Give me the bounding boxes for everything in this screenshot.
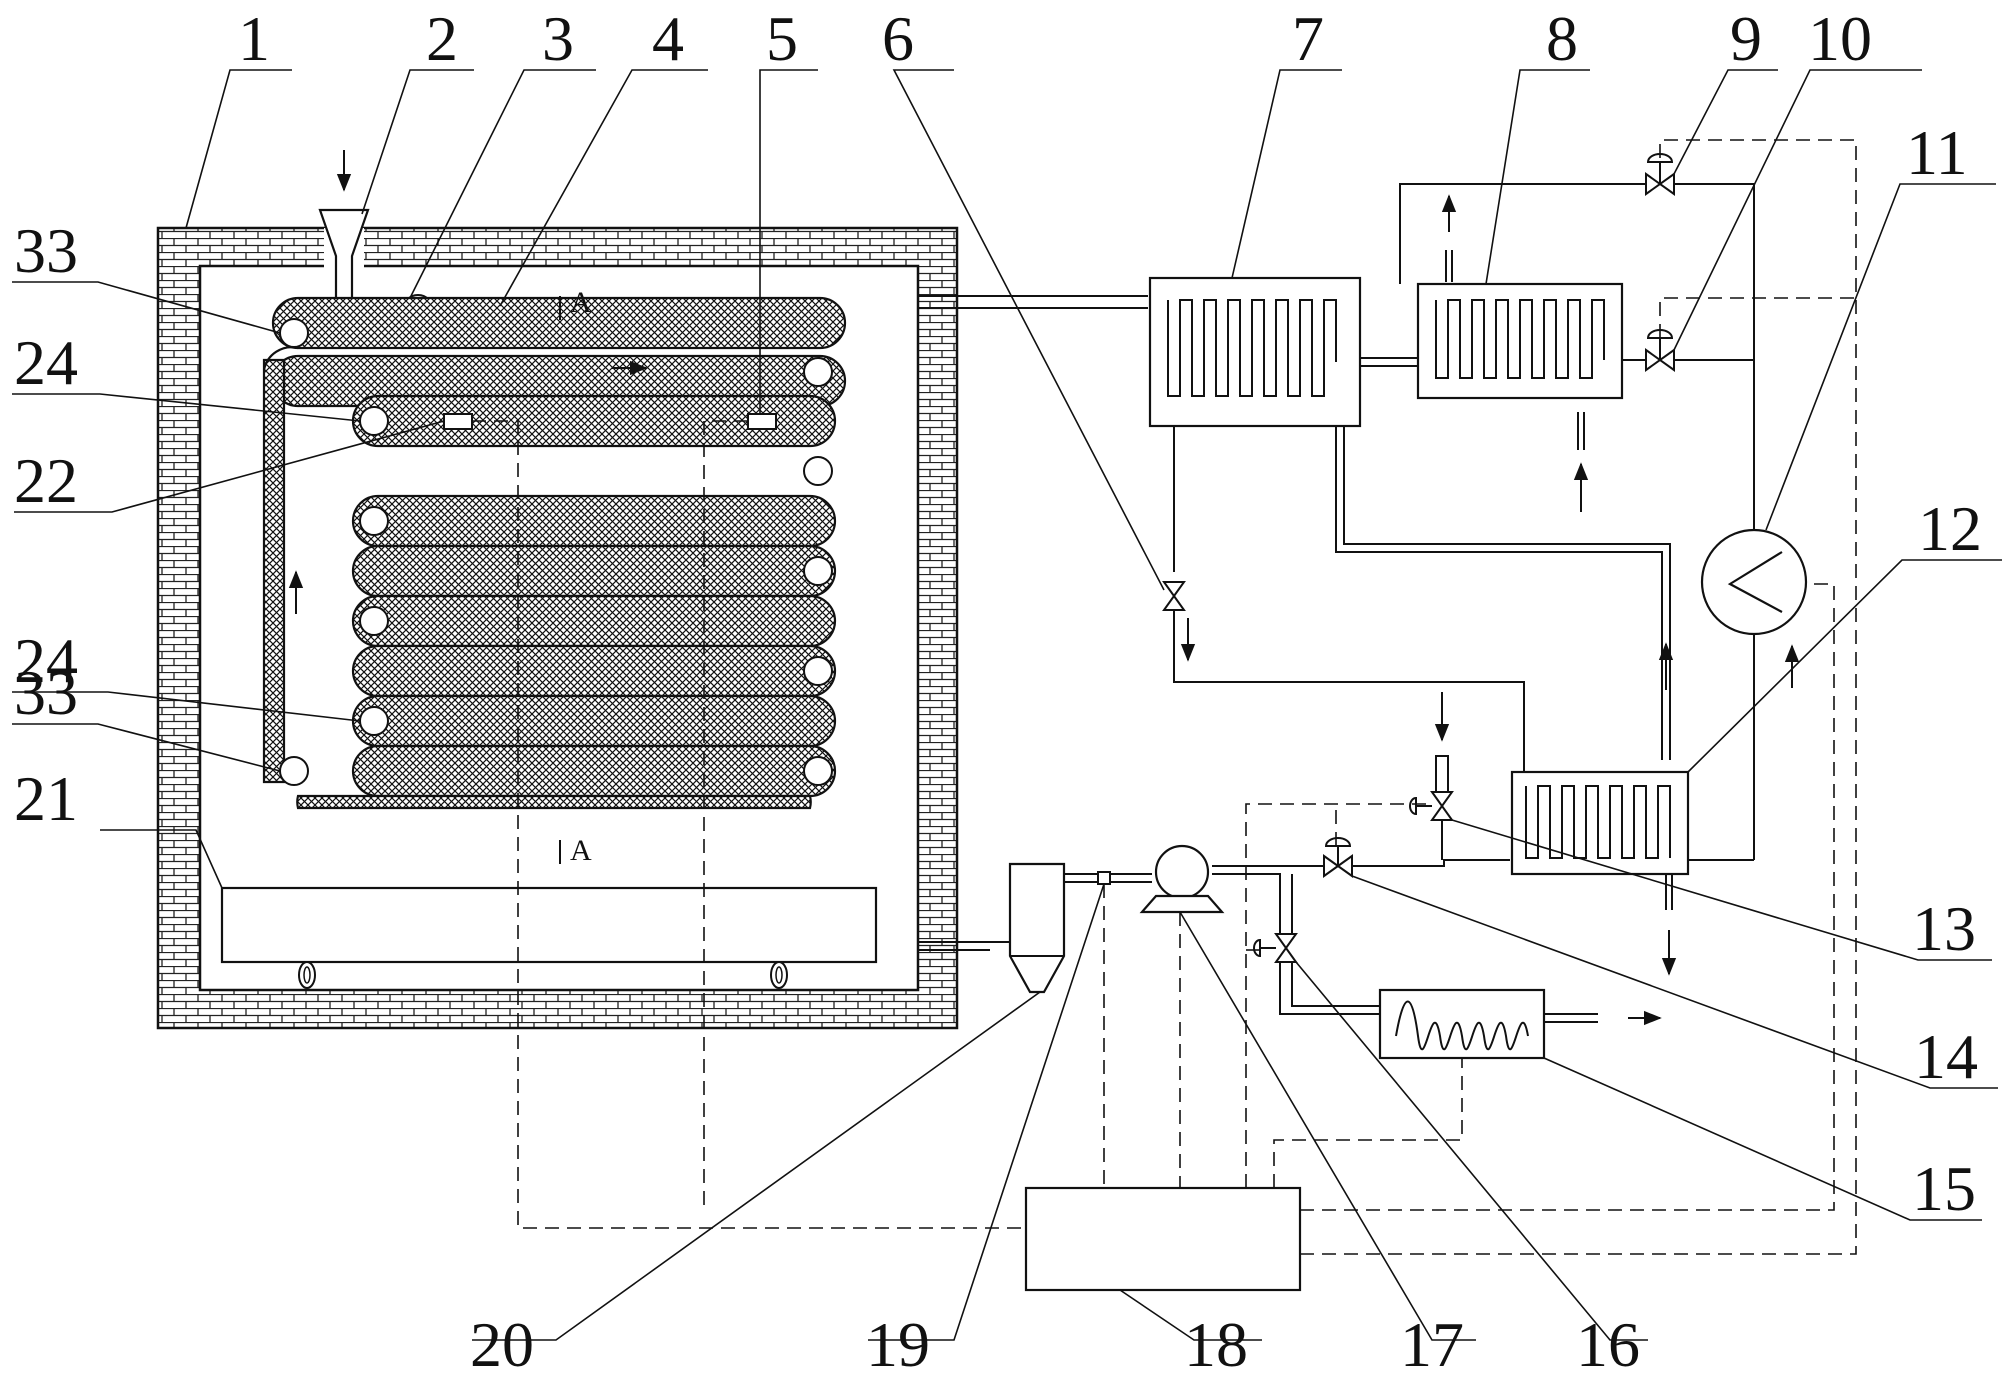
callout-3: 3 — [542, 3, 574, 74]
inlet-13 — [1434, 692, 1450, 793]
section-mark-bottom: A — [570, 834, 592, 867]
chamber-brick-wall — [156, 226, 959, 1030]
callout-33-bottom: 33 — [14, 657, 78, 728]
controller-18 — [1024, 1186, 1302, 1292]
drying-chamber — [156, 226, 959, 1030]
callout-13: 13 — [1912, 893, 1976, 964]
callout-18: 18 — [1184, 1309, 1248, 1376]
roller-left-2 — [359, 506, 389, 536]
roller-33-bottom — [279, 756, 309, 786]
valve-13 — [1409, 791, 1454, 821]
valve-16 — [1253, 933, 1298, 963]
callout-20: 20 — [470, 1309, 534, 1376]
sensor-19 — [1097, 871, 1111, 885]
roller-33-top — [279, 318, 309, 348]
leader-lines — [12, 69, 2002, 1341]
callout-11: 11 — [1906, 117, 1968, 188]
callout-33-top: 33 — [14, 215, 78, 286]
callout-16: 16 — [1576, 1309, 1640, 1376]
callout-7: 7 — [1292, 3, 1324, 74]
callout-17: 17 — [1400, 1309, 1464, 1376]
valve-14 — [1323, 837, 1353, 878]
callout-5: 5 — [766, 3, 798, 74]
callout-1: 1 — [238, 3, 270, 74]
sensor-5 — [747, 413, 777, 430]
roller-right-1 — [803, 357, 833, 387]
roller-right-3 — [803, 556, 833, 586]
roller-right-2 — [803, 456, 833, 486]
callout-15: 15 — [1912, 1153, 1976, 1224]
callout-9: 9 — [1730, 3, 1762, 74]
roller-left-3 — [359, 606, 389, 636]
callout-24-bottom: 24 — [14, 625, 78, 696]
heat-exchanger-8 — [1416, 194, 1624, 512]
callout-22: 22 — [14, 445, 78, 516]
valve-6 — [1162, 581, 1186, 611]
heat-exchanger-12 — [1510, 642, 1800, 976]
collection-tray — [220, 886, 878, 989]
callout-21: 21 — [14, 763, 78, 834]
callout-24-top: 24 — [14, 327, 78, 398]
section-mark-top: A — [570, 286, 592, 319]
callout-2: 2 — [426, 3, 458, 74]
valve-9 — [1645, 153, 1675, 196]
sensor-22 — [443, 413, 473, 430]
cyclone-separator-20 — [990, 862, 1066, 994]
callout-10: 10 — [1808, 3, 1872, 74]
callout-19: 19 — [866, 1309, 930, 1376]
roller-24-top — [359, 406, 389, 436]
callout-6: 6 — [882, 3, 914, 74]
valves — [1162, 153, 1675, 963]
callout-labels: 1 2 3 4 5 6 7 8 9 10 11 12 13 14 15 16 1… — [14, 3, 1982, 1376]
compressor-11 — [1700, 420, 1808, 860]
roller-right-4 — [803, 656, 833, 686]
heater-15 — [1378, 988, 1662, 1060]
signal-lines — [472, 139, 1857, 1255]
valve-10 — [1645, 329, 1675, 372]
callout-12: 12 — [1918, 493, 1982, 564]
callout-4: 4 — [652, 3, 684, 74]
heat-exchanger-7 — [1148, 276, 1362, 428]
fan-17 — [1139, 844, 1225, 914]
roller-right-5 — [803, 756, 833, 786]
callout-14: 14 — [1914, 1021, 1978, 1092]
roller-24-bottom — [359, 706, 389, 736]
callout-8: 8 — [1546, 3, 1578, 74]
mesh-conveyor-belt — [262, 296, 847, 810]
